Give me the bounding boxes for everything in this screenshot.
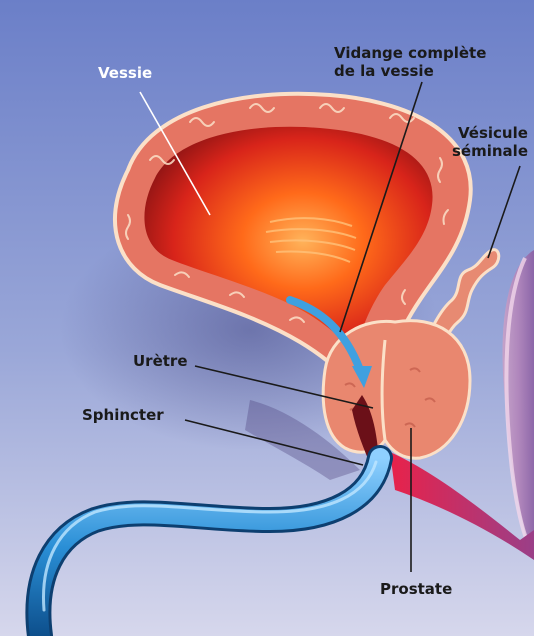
label-vidange-line1: Vidange complète [334, 44, 486, 62]
label-vidange-line2: de la vessie [334, 62, 434, 80]
label-sphincter: Sphincter [82, 406, 164, 424]
label-vessie: Vessie [98, 64, 152, 82]
label-uretre: Urètre [133, 352, 188, 370]
label-prostate: Prostate [380, 580, 452, 598]
label-vesicule-line2: séminale [452, 142, 528, 160]
label-vesicule-line1: Vésicule [458, 124, 528, 142]
